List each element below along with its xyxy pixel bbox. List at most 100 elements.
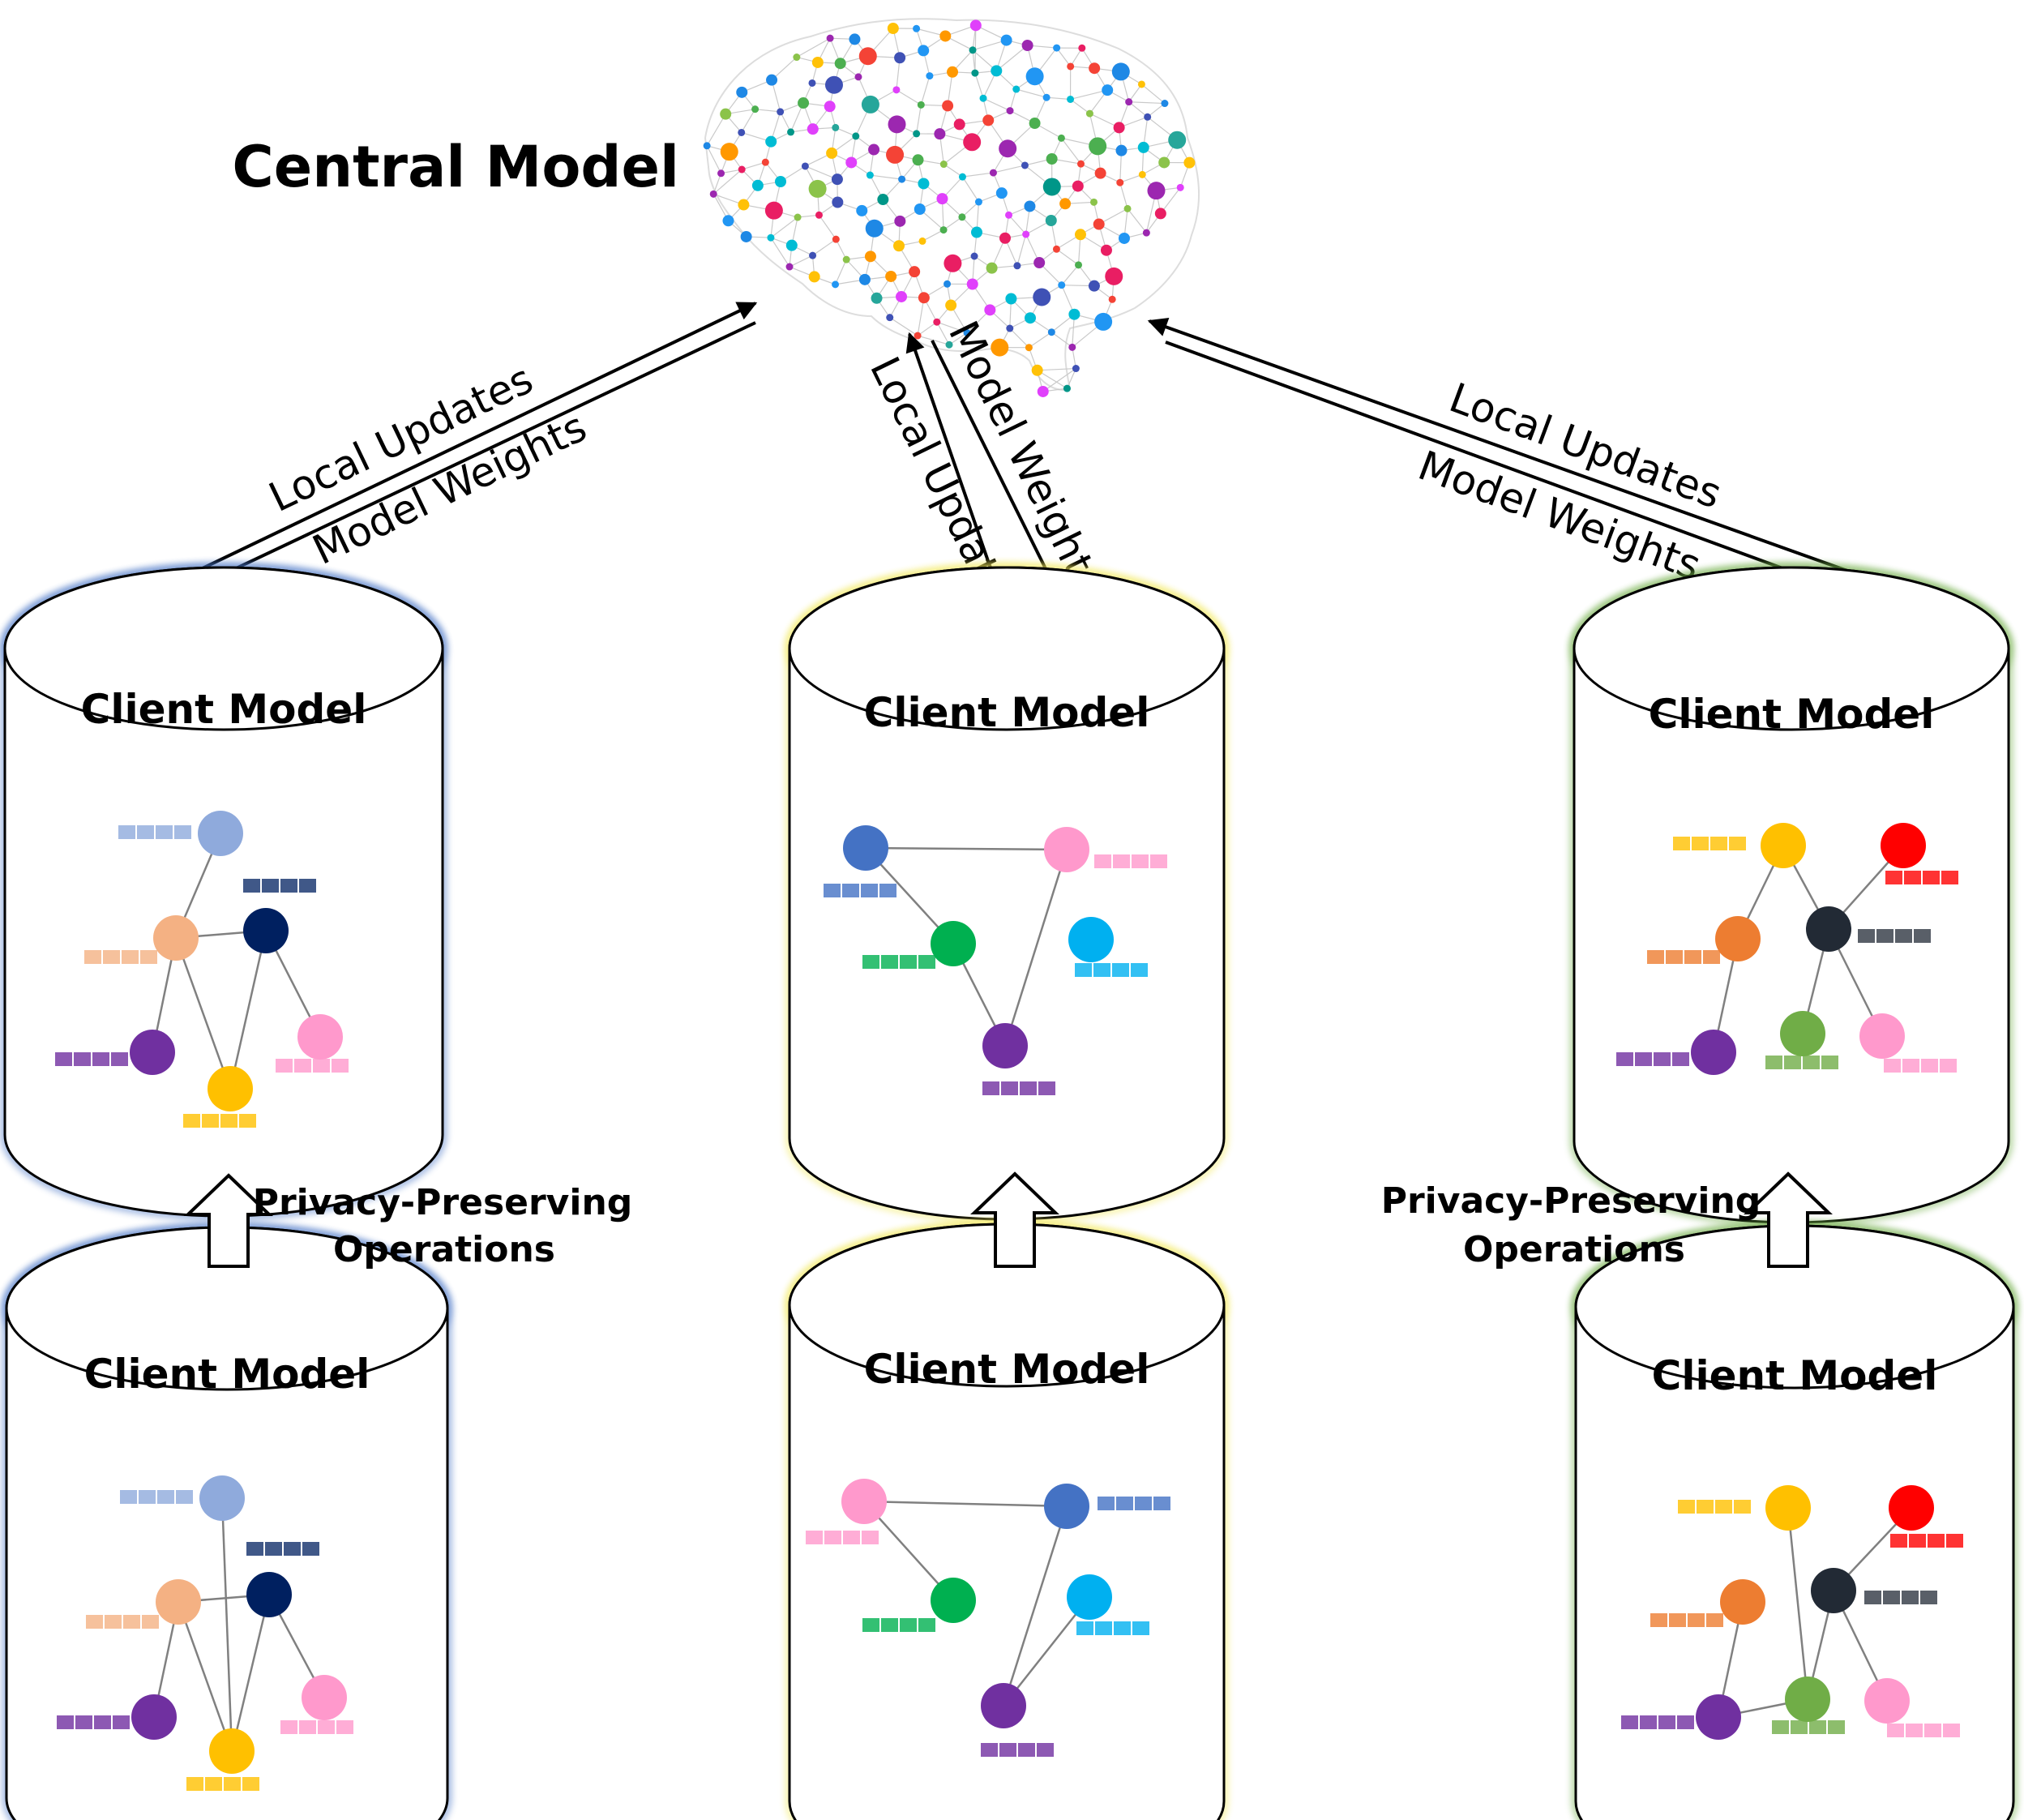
brain-node bbox=[709, 190, 717, 198]
graph-edge bbox=[1003, 1596, 1090, 1707]
brain-node bbox=[740, 230, 752, 242]
brain-node bbox=[892, 86, 901, 94]
brain-node bbox=[1052, 245, 1060, 253]
brain-node bbox=[947, 66, 959, 78]
brain-node bbox=[807, 123, 819, 135]
brain-node bbox=[1005, 293, 1017, 305]
brain-edge bbox=[962, 172, 994, 178]
brain-node bbox=[944, 280, 952, 288]
brain-edge bbox=[812, 238, 837, 256]
brain-node bbox=[1024, 200, 1036, 212]
brain-node bbox=[787, 128, 795, 136]
feature-vector-bar bbox=[1890, 1534, 1963, 1548]
brain-node bbox=[738, 165, 746, 173]
feature-vector-bar bbox=[1887, 1724, 1960, 1737]
brain-edge bbox=[1056, 248, 1079, 266]
feature-vector-bar bbox=[1094, 854, 1167, 868]
feature-vector-bar bbox=[1650, 1613, 1723, 1627]
brain-node bbox=[764, 201, 783, 220]
brain-node bbox=[1037, 385, 1049, 397]
graph-node bbox=[931, 921, 976, 966]
brain-node bbox=[854, 73, 862, 81]
graph-edge bbox=[1787, 1507, 1809, 1700]
brain-node bbox=[1154, 208, 1166, 220]
brain-node bbox=[877, 194, 889, 206]
brain-edge bbox=[789, 255, 813, 268]
brain-edge bbox=[818, 214, 837, 240]
brain-edge bbox=[742, 161, 766, 170]
graph-node bbox=[1811, 1568, 1856, 1613]
brain-node bbox=[1059, 198, 1072, 210]
brain-node bbox=[898, 175, 906, 183]
brain-node bbox=[1075, 261, 1083, 269]
brain-node bbox=[1068, 343, 1076, 351]
brain-node bbox=[971, 69, 979, 77]
brain-edge bbox=[835, 238, 847, 260]
brain-node bbox=[1183, 156, 1196, 169]
brain-node bbox=[722, 215, 734, 227]
graph-node bbox=[1068, 917, 1114, 962]
graph-node bbox=[1864, 1678, 1910, 1724]
brain-node bbox=[815, 211, 823, 219]
client-model-cylinder-bottom-middle: Client Model bbox=[785, 1219, 1229, 1820]
brain-node bbox=[970, 252, 978, 260]
brain-node bbox=[809, 251, 817, 259]
brain-node bbox=[918, 178, 930, 190]
brain-node bbox=[944, 254, 962, 272]
brain-node bbox=[1142, 229, 1150, 237]
brain-node bbox=[1033, 288, 1051, 306]
brain-edge bbox=[917, 298, 925, 336]
feature-vector-bar bbox=[1765, 1056, 1838, 1069]
brain-node bbox=[945, 340, 953, 349]
feature-vector-bar bbox=[1858, 929, 1931, 943]
brain-node bbox=[1033, 257, 1046, 269]
client-model-cylinder-top-left: Client Model bbox=[0, 563, 447, 1221]
graph-edge bbox=[229, 930, 267, 1090]
left-privacy-line2: Operations bbox=[333, 1229, 555, 1270]
graph-node bbox=[1720, 1579, 1765, 1625]
client-model-cylinder-top-middle: Client Model bbox=[785, 563, 1229, 1224]
brain-edge bbox=[920, 75, 931, 105]
brain-node bbox=[798, 97, 810, 109]
brain-edge bbox=[1070, 98, 1090, 114]
brain-node bbox=[717, 169, 725, 178]
brain-node bbox=[856, 204, 868, 216]
feature-vector-bar bbox=[57, 1715, 130, 1729]
brain-edge bbox=[1008, 214, 1027, 235]
brain-edge bbox=[835, 126, 857, 137]
graph-node bbox=[297, 1014, 343, 1060]
brain-edge bbox=[706, 145, 722, 174]
brain-edge bbox=[896, 89, 922, 105]
brain-node bbox=[991, 65, 1003, 77]
brain-node bbox=[1029, 117, 1041, 129]
feature-vector-bar bbox=[55, 1052, 128, 1066]
client-model-title: Client Model bbox=[1652, 1352, 1938, 1399]
graph-node bbox=[1044, 1484, 1089, 1529]
brain-node bbox=[1115, 144, 1128, 156]
brain-node bbox=[1022, 230, 1030, 238]
brain-node bbox=[914, 203, 926, 215]
brain-node bbox=[775, 175, 787, 187]
client-model-title: Client Model bbox=[864, 689, 1150, 736]
brain-node bbox=[1089, 62, 1101, 75]
brain-node bbox=[888, 115, 906, 134]
client-model-title: Client Model bbox=[81, 686, 367, 733]
brain-node bbox=[1021, 39, 1033, 51]
graph-node bbox=[982, 1023, 1028, 1068]
brain-edge bbox=[1060, 138, 1081, 165]
brain-node bbox=[1025, 344, 1033, 352]
brain-node bbox=[986, 262, 998, 274]
graph-node bbox=[131, 1694, 177, 1740]
graph-edge bbox=[865, 846, 1068, 851]
brain-node bbox=[801, 162, 809, 170]
graph-edge bbox=[1002, 1505, 1068, 1707]
brain-edge bbox=[1147, 103, 1166, 118]
brain-node bbox=[1089, 198, 1098, 206]
brain-node bbox=[738, 199, 750, 211]
brain-node bbox=[1058, 281, 1066, 289]
brain-edge bbox=[995, 45, 1028, 71]
brain-node bbox=[766, 74, 778, 86]
brain-edge bbox=[1016, 233, 1027, 266]
graph-node bbox=[1765, 1485, 1811, 1531]
graph-node bbox=[208, 1066, 253, 1111]
